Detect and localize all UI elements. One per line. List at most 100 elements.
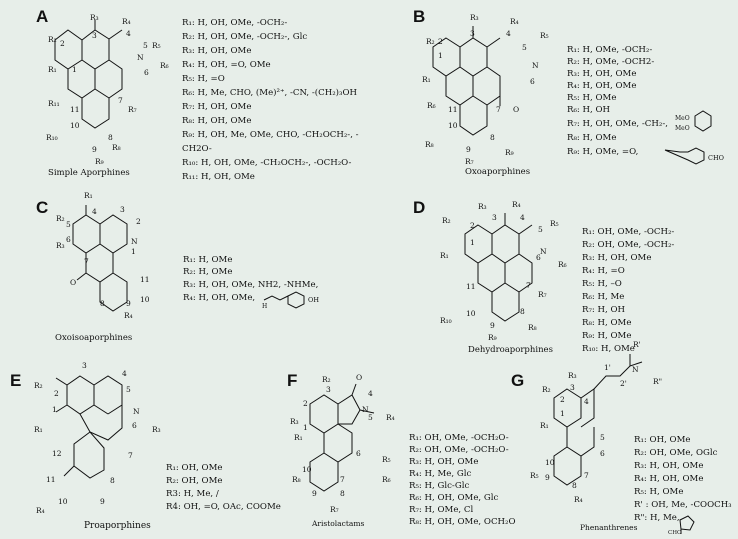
- atom-label: 7: [584, 471, 589, 480]
- panel-letter-g: G: [511, 371, 524, 390]
- substituent-line: R₁: H, OMe: [183, 255, 232, 265]
- atom-label: 5: [538, 225, 543, 234]
- atom-label: O: [356, 373, 362, 382]
- substituent-line: R₅: H, OMe: [634, 487, 683, 497]
- atom-label: 12: [52, 449, 62, 458]
- atom-label: R₃: [568, 371, 577, 380]
- atom-label: MeO: [675, 125, 690, 132]
- substituent-line: R₃: H, OH, OMe: [182, 46, 251, 56]
- panel-caption-g: Phenanthrenes: [580, 523, 638, 532]
- substituent-line: R3: H, Me, /: [166, 489, 219, 499]
- substituent-list-e: R₁: OH, OMe R₂: OH, OMe R3: H, Me, / R4:…: [166, 463, 281, 512]
- panel-letter-e: E: [10, 371, 21, 390]
- atom-label: 2: [560, 395, 565, 404]
- atom-labels-e: R₂ R₁ R₃ R₄ N 1 2 3 4 5 6 7 8 9 10 11 12: [34, 361, 161, 515]
- atom-label: R₄: [574, 495, 583, 504]
- atom-label: R₃: [478, 202, 487, 211]
- substituent-line: R₁₀: H, OH, OMe, -CH₂OCH₂-, -OCH₂O-: [182, 158, 352, 168]
- atom-label: 9: [100, 497, 105, 506]
- structure-f: [309, 383, 375, 492]
- atom-label: 2': [620, 379, 627, 388]
- structure-g: [553, 354, 643, 486]
- substituent-line: R₁: OH, OMe: [166, 463, 222, 473]
- atom-label: 11: [466, 282, 476, 291]
- atom-label: 1: [560, 409, 565, 418]
- panel-caption-e: Proaporphines: [84, 521, 151, 531]
- substituent-line: R₄: H, Me, Glc: [409, 469, 471, 479]
- inline-structure-g-formylfuran: CHO: [668, 515, 695, 536]
- atom-label: 3: [326, 385, 331, 394]
- substituent-line: R₃: H, OH, OMe: [567, 69, 636, 79]
- atom-label: R₆: [382, 475, 391, 484]
- atom-label: 3: [470, 29, 475, 38]
- atom-label: R₉: [505, 148, 514, 157]
- substituent-line: R₂: OH, OMe, -OCH₂-: [582, 240, 674, 250]
- atom-label: R₃: [56, 241, 65, 250]
- atom-label: R₄: [122, 17, 131, 26]
- substituent-list-a: R₁: H, OH, OMe, -OCH₂- R₂: H, OH, OMe, -…: [182, 18, 359, 182]
- substituent-line: R₁: OH, OMe, -OCH₂O-: [409, 433, 509, 443]
- substituent-line: R₆: H, Me: [582, 292, 624, 302]
- structure-d: [464, 213, 533, 322]
- substituent-line: R₂: H, OMe: [183, 267, 232, 277]
- atom-label: R₂: [426, 37, 435, 46]
- panel-e: E R₂ R₁ R₃ R₄ N 1 2 3 4 5 6 7 8 9 10: [10, 361, 281, 531]
- atom-label: 3: [92, 31, 97, 40]
- substituent-line: R₃: H, OH, OMe: [634, 461, 703, 471]
- atom-label: 11: [448, 105, 458, 114]
- atom-label: H: [262, 303, 267, 310]
- atom-label: R₃: [290, 417, 299, 426]
- atom-label: N: [540, 247, 547, 256]
- panel-caption-d: Dehydroaporphines: [468, 345, 553, 355]
- substituent-line: R₂: H, OMe, -OCH2-: [567, 57, 654, 67]
- atom-label: N: [632, 365, 639, 374]
- atom-label: R₂: [56, 214, 65, 223]
- atom-label: 9: [92, 145, 97, 154]
- atom-label: R₁: [422, 75, 431, 84]
- atom-label: R₂: [442, 216, 451, 225]
- atom-label: 3: [120, 205, 125, 214]
- substituent-list-b: R₁: H, OMe, -OCH₂- R₂: H, OMe, -OCH2- R₃…: [567, 45, 668, 157]
- atom-label: 7: [340, 475, 345, 484]
- substituent-line: R₂: OH, OMe, OGlc: [634, 448, 718, 458]
- panel-letter-d: D: [413, 198, 425, 217]
- substituent-line: R₇: H, OH, OMe: [182, 102, 251, 112]
- atom-label: R₆: [160, 61, 169, 70]
- atom-label: R₂: [542, 385, 551, 394]
- atom-label: OH: [308, 296, 319, 304]
- substituent-line: R₁₁: H, OH, OMe: [182, 172, 255, 182]
- atom-label: R₅: [530, 471, 539, 480]
- atom-labels-g: R₂ R₁ R₃ R₄ R₅ R' R" N 1 2 3 4 5 6 7 8 9…: [530, 340, 662, 504]
- panel-letter-f: F: [287, 371, 297, 390]
- substituent-line: CH2O-: [182, 144, 212, 154]
- atom-label: R₁: [440, 251, 449, 260]
- substituent-line: R₅: H, –O: [582, 279, 622, 289]
- atom-label: 2: [54, 389, 59, 398]
- substituent-line: R₆: H, OH: [567, 105, 611, 115]
- structure-e: [55, 375, 123, 479]
- atom-label: 8: [110, 476, 115, 485]
- atom-label: R₈: [528, 323, 537, 332]
- substituent-line: R4: OH, =O, OAc, COOMe: [166, 502, 281, 512]
- atom-label: R₇: [128, 105, 137, 114]
- atom-label: 10: [58, 497, 68, 506]
- atom-label: 6: [536, 253, 541, 262]
- structure-b: [432, 26, 501, 136]
- atom-label: 2: [60, 39, 65, 48]
- atom-label: 4: [126, 29, 131, 38]
- atom-label: 8: [340, 489, 345, 498]
- atom-label: 10: [545, 458, 555, 467]
- panel-d: D R₃ R₄ R₂ R₁ R₅ R₆ R₇ R₈ R₉ R₁₀ N 1 2 3…: [413, 198, 674, 355]
- atom-label: O: [513, 105, 519, 114]
- atom-label: 4: [92, 207, 97, 216]
- atom-label: 2: [470, 221, 475, 230]
- atom-label: 4: [520, 213, 525, 222]
- atom-label: R₄: [386, 413, 395, 422]
- atom-label: 7: [118, 96, 123, 105]
- panel-a: A R₃ R₄ R₂ R₁ R₅ R₆ R₇ R₈ R₉ R₁₀ R₁₁ N 1…: [36, 7, 359, 182]
- atom-label: R₁: [34, 425, 43, 434]
- atom-label: 2: [303, 399, 308, 408]
- substituent-line: R₇: H, OH: [582, 305, 626, 315]
- substituent-line: R₃: H, OH, OMe: [409, 457, 478, 467]
- atom-label: 4: [506, 29, 511, 38]
